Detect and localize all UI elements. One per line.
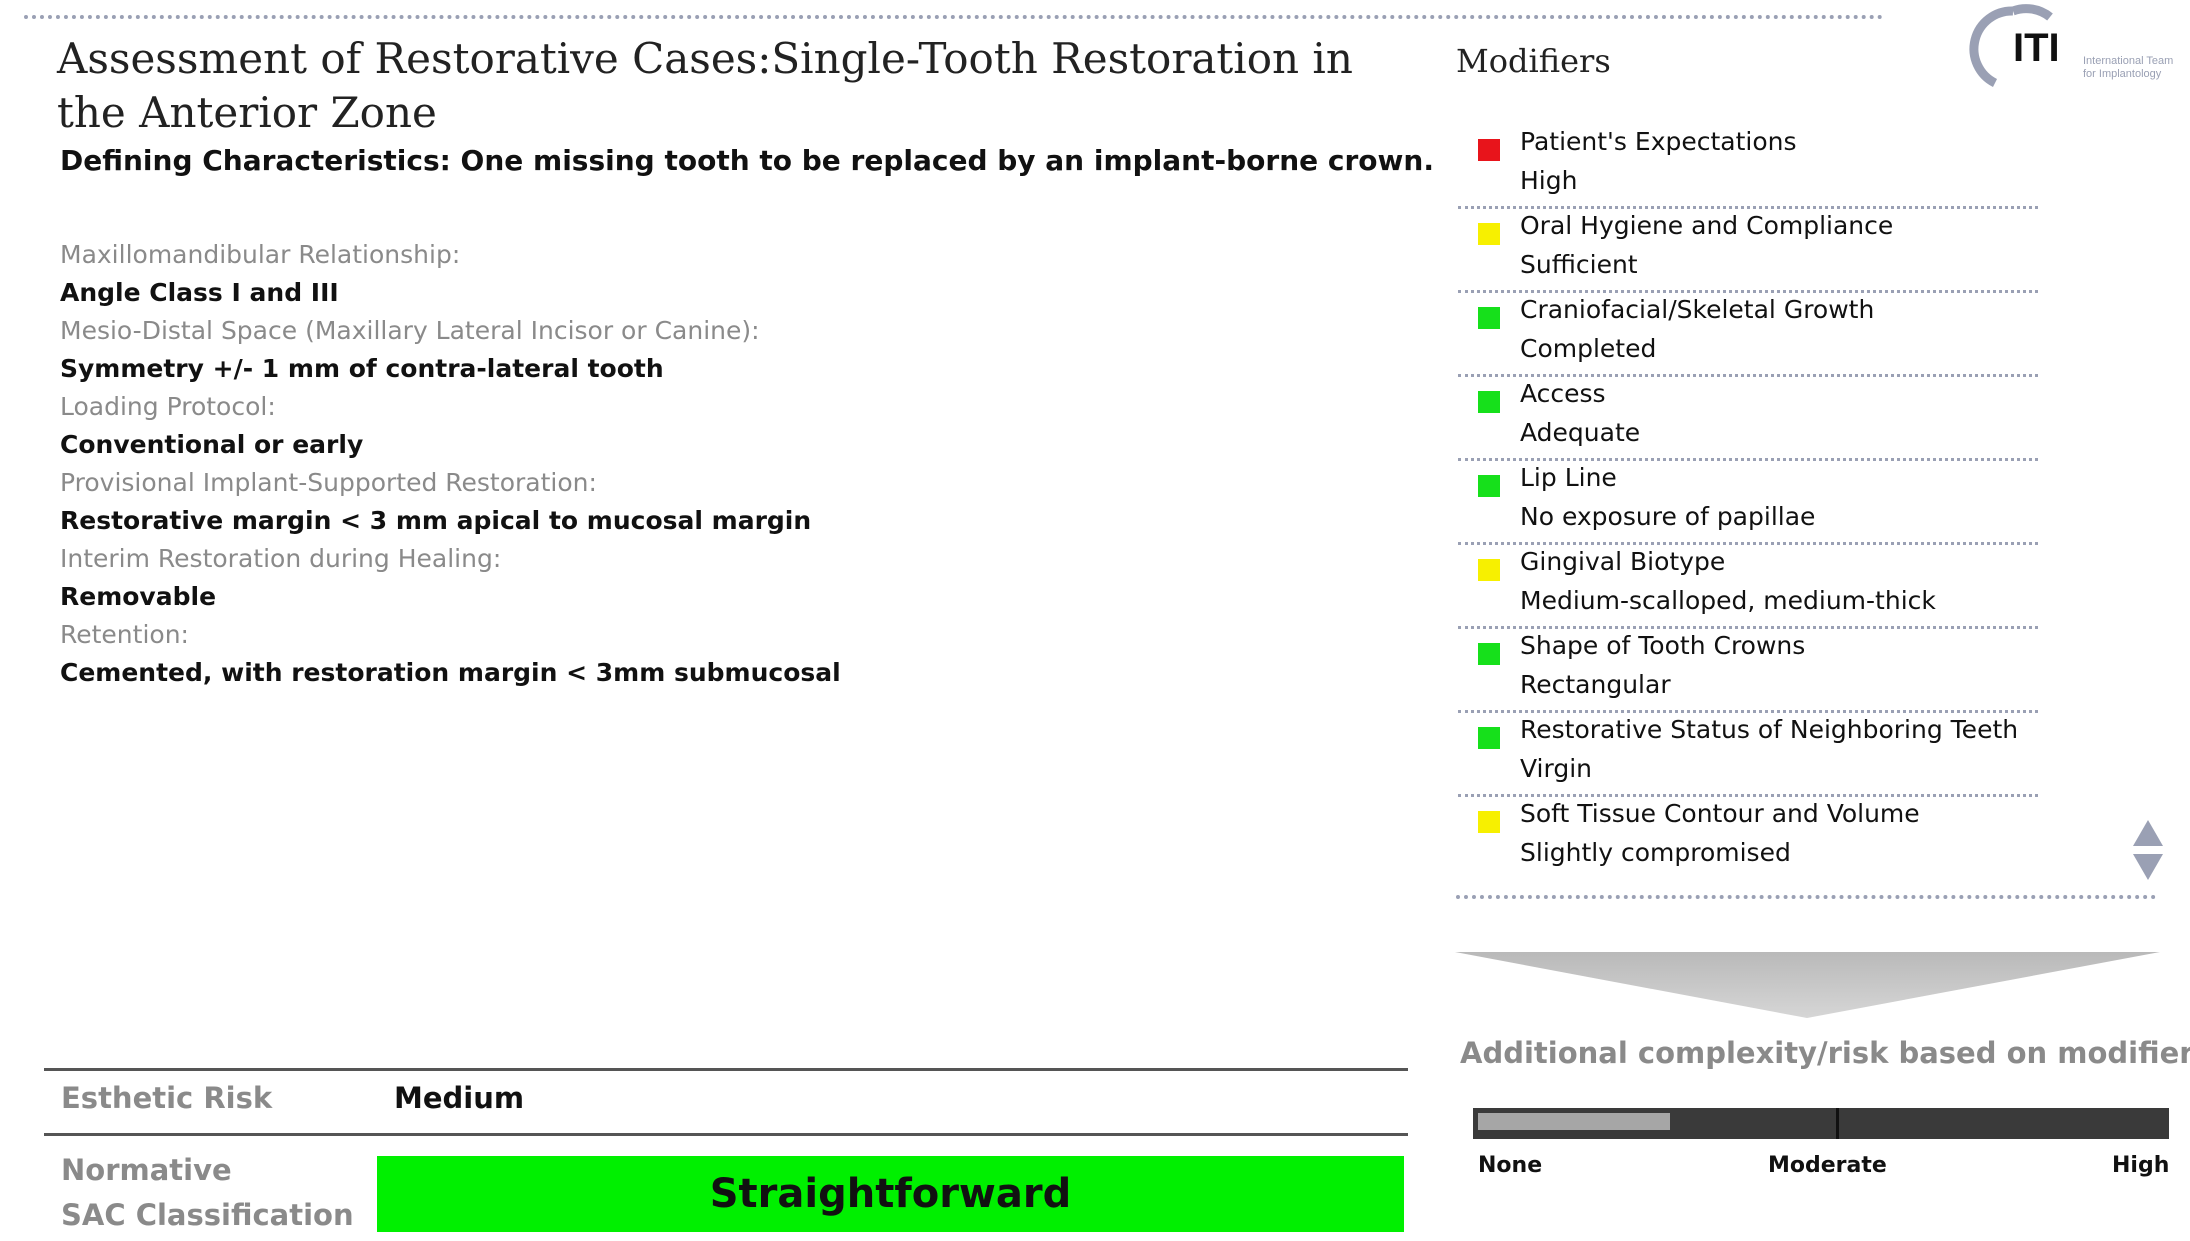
risk-indicator-icon: [1478, 811, 1500, 833]
risk-indicator-icon: [1478, 475, 1500, 497]
modifier-name: Gingival Biotype: [1520, 547, 1726, 576]
risk-indicator-icon: [1478, 391, 1500, 413]
esthetic-risk-label: Esthetic Risk: [61, 1081, 273, 1115]
complexity-bar-midpoint: [1836, 1108, 1839, 1139]
defining-characteristics: Defining Characteristics: One missing to…: [60, 144, 1434, 177]
scroll-up-icon[interactable]: [2133, 820, 2163, 846]
modifier-value: Slightly compromised: [1520, 838, 1791, 867]
modifier-value: Medium-scalloped, medium-thick: [1520, 586, 1936, 615]
risk-table-mid-rule: [44, 1133, 1408, 1136]
modifier-value: Virgin: [1520, 754, 1592, 783]
modifier-value: Completed: [1520, 334, 1657, 363]
modifier-item: Access Adequate: [1458, 377, 2038, 461]
modifier-name: Craniofacial/Skeletal Growth: [1520, 295, 1875, 324]
sac-label-line2: SAC Classification: [61, 1198, 354, 1232]
page-title: Assessment of Restorative Cases:Single-T…: [57, 34, 1353, 137]
modifiers-heading: Modifiers: [1456, 42, 1611, 80]
complexity-bar-fill: [1478, 1113, 1670, 1130]
spec-value: Restorative margin < 3 mm apical to muco…: [60, 506, 812, 535]
modifier-value: High: [1520, 166, 1578, 195]
modifier-value: Adequate: [1520, 418, 1641, 447]
modifier-name: Shape of Tooth Crowns: [1520, 631, 1806, 660]
spec-label: Interim Restoration during Healing:: [60, 544, 502, 573]
esthetic-risk-value: Medium: [394, 1081, 525, 1115]
spec-label: Provisional Implant-Supported Restoratio…: [60, 468, 597, 497]
risk-indicator-icon: [1478, 307, 1500, 329]
sac-label-line1: Normative: [61, 1153, 232, 1187]
modifier-name: Soft Tissue Contour and Volume: [1520, 799, 1920, 828]
spec-value: Cemented, with restoration margin < 3mm …: [60, 658, 841, 687]
logo-line1: International Team: [2083, 55, 2173, 67]
spec-label: Maxillomandibular Relationship:: [60, 240, 461, 269]
spec-value: Conventional or early: [60, 430, 364, 459]
scroll-down-icon[interactable]: [2133, 854, 2163, 880]
risk-table-top-rule: [44, 1068, 1408, 1071]
modifier-item: Craniofacial/Skeletal Growth Completed: [1458, 293, 2038, 377]
spec-label: Retention:: [60, 620, 189, 649]
modifier-item: Restorative Status of Neighboring Teeth …: [1458, 713, 2038, 797]
modifier-name: Oral Hygiene and Compliance: [1520, 211, 1894, 240]
modifier-name: Patient's Expectations: [1520, 127, 1797, 156]
risk-indicator-icon: [1478, 139, 1500, 161]
funnel-arrow-icon: [1455, 952, 2160, 1018]
iti-logo-icon: ITI International Team for Implantology: [1969, 4, 2173, 88]
risk-indicator-icon: [1478, 727, 1500, 749]
spec-label: Mesio-Distal Space (Maxillary Lateral In…: [60, 316, 760, 345]
complexity-bar: [1473, 1108, 2169, 1139]
modifiers-bottom-divider: [1456, 895, 2156, 899]
risk-indicator-icon: [1478, 559, 1500, 581]
risk-indicator-icon: [1478, 223, 1500, 245]
modifier-name: Lip Line: [1520, 463, 1617, 492]
complexity-label: Additional complexity/risk based on modi…: [1460, 1036, 2190, 1070]
spec-value: Removable: [60, 582, 217, 611]
modifier-item: Patient's Expectations High: [1458, 125, 2038, 209]
modifier-item: Lip Line No exposure of papillae: [1458, 461, 2038, 545]
spec-label: Loading Protocol:: [60, 392, 276, 421]
modifier-item: Soft Tissue Contour and Volume Slightly …: [1458, 797, 2038, 878]
risk-indicator-icon: [1478, 643, 1500, 665]
logo-line2: for Implantology: [2083, 68, 2162, 80]
scale-label-none: None: [1478, 1153, 1543, 1178]
modifier-name: Access: [1520, 379, 1606, 408]
modifier-name: Restorative Status of Neighboring Teeth: [1520, 715, 2019, 744]
modifier-value: Rectangular: [1520, 670, 1671, 699]
modifier-value: No exposure of papillae: [1520, 502, 1816, 531]
restoration-specs: Maxillomandibular Relationship: Angle Cl…: [60, 236, 1360, 692]
scroll-arrows: [2129, 810, 2169, 890]
modifier-item: Gingival Biotype Medium-scalloped, mediu…: [1458, 545, 2038, 629]
sac-classification-box: Straightforward: [377, 1156, 1404, 1232]
iti-logo: ITI International Team for Implantology: [1955, 3, 2185, 93]
logo-text: ITI: [2013, 26, 2060, 70]
spec-value: Symmetry +/- 1 mm of contra-lateral toot…: [60, 354, 664, 383]
modifiers-list: Patient's Expectations High Oral Hygiene…: [1458, 125, 2038, 878]
sac-classification-label: Normative SAC Classification: [61, 1148, 354, 1238]
spec-value: Angle Class I and III: [60, 278, 339, 307]
sac-classification-value: Straightforward: [709, 1171, 1072, 1217]
modifier-item: Oral Hygiene and Compliance Sufficient: [1458, 209, 2038, 293]
scale-label-moderate: Moderate: [1768, 1153, 1887, 1178]
scale-label-high: High: [2112, 1153, 2170, 1178]
modifier-item: Shape of Tooth Crowns Rectangular: [1458, 629, 2038, 713]
top-dotted-divider: [24, 15, 1884, 19]
modifier-value: Sufficient: [1520, 250, 1638, 279]
